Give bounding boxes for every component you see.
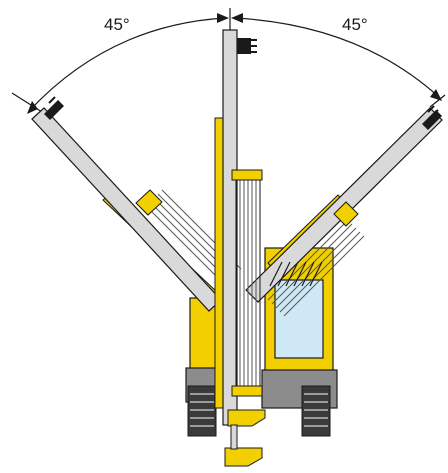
rod-rack-hatching [269,261,323,287]
right-tilted-mast [245,105,443,317]
right-reference-line [429,94,446,108]
angle-annotations: 45° 45° [11,8,446,114]
drill-foot-upper [227,409,266,427]
right-arc-arrowhead-start [231,13,243,23]
left-rod-clamp [135,189,163,216]
right-angle-arc [234,17,441,99]
left-angle-arc [29,17,226,111]
right-rod-clamp [333,201,359,227]
vertical-mast-rods [239,178,257,392]
left-rotary-head-icon [44,96,64,120]
right-mast-rods [267,219,365,317]
left-mast-beam [31,107,222,312]
drill-foot-lower [224,447,263,467]
vertical-mast [214,29,266,467]
cab-window [274,279,324,359]
lower-rod-clamp [231,385,263,397]
right-arc-arrowhead-end [430,89,442,101]
top-rotary-head-icon [237,38,257,54]
vertical-mast-beam [222,29,238,426]
left-arc-arrowhead-start [27,101,38,114]
left-angle-label: 45° [104,15,130,34]
right-angle-label: 45° [342,15,368,34]
right-rotary-head-icon [422,105,442,130]
upper-rod-clamp [231,169,263,181]
right-track-treads [304,393,328,427]
drill-bit-stem [230,424,238,450]
left-tilted-mast [31,96,242,312]
left-arc-arrowhead-end [217,13,229,23]
left-track-treads [190,393,214,427]
